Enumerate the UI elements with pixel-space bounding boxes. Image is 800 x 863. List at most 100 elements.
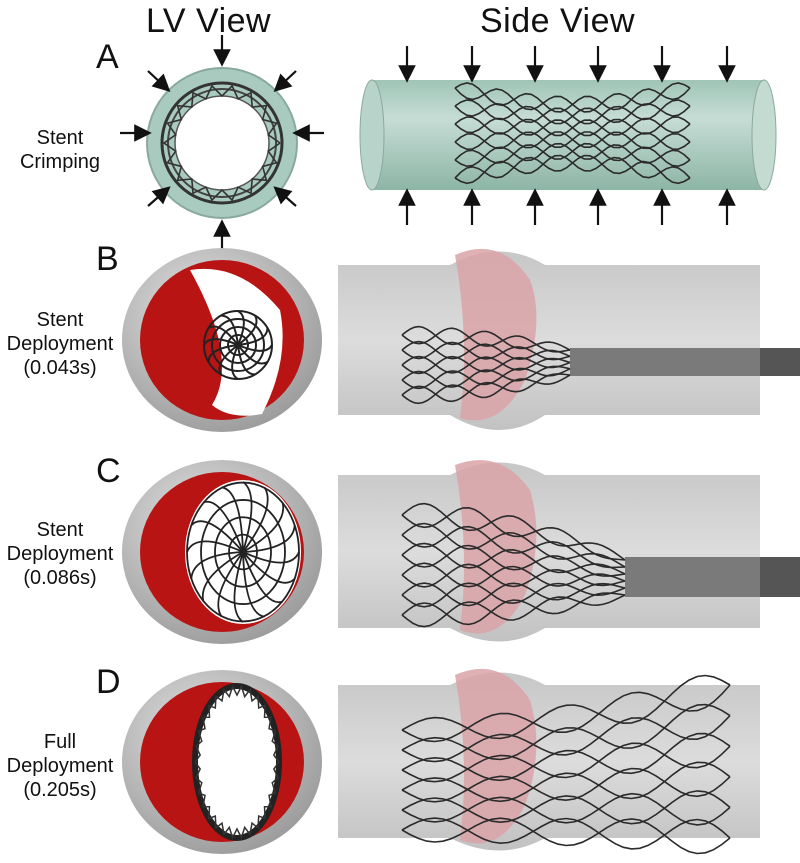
stent-petal — [201, 551, 244, 602]
stent-strut — [401, 544, 626, 577]
crimp-strut — [454, 82, 691, 113]
stent-petal — [242, 551, 265, 618]
stent-strut — [401, 732, 731, 782]
stent-petal — [218, 344, 239, 375]
stent-strut — [401, 790, 731, 825]
lv-view-d — [122, 670, 322, 854]
stent-strut — [401, 582, 626, 607]
stent-strut — [401, 592, 626, 626]
stent-strut — [401, 562, 626, 588]
stent-strut — [401, 817, 731, 850]
stent-petal — [237, 327, 269, 346]
stent-petal — [186, 540, 244, 553]
lv-view-c — [122, 460, 322, 644]
stent-strut — [401, 374, 571, 405]
row-label-c-line-3: (0.086s) — [23, 567, 97, 589]
crimp-side-view — [359, 79, 777, 191]
stent-petal — [233, 551, 244, 623]
row-label-c: Stent Deployment (0.086s) — [0, 518, 120, 590]
stent-ring — [219, 326, 257, 364]
stent-strut — [401, 325, 571, 351]
lv-view-b — [122, 248, 322, 432]
crimp-zigzag — [162, 84, 281, 202]
stent-petal — [237, 344, 273, 352]
row-label-b-line-1: Stent — [36, 309, 84, 331]
stent-strut — [401, 373, 571, 403]
stent-strut — [401, 761, 731, 803]
stent-petal — [237, 344, 268, 365]
row-label-a-line-1: Stent — [36, 127, 84, 149]
row-label-b: Stent Deployment (0.043s) — [0, 308, 120, 380]
side-crimp-arrows — [398, 46, 736, 225]
stent-strut — [401, 715, 731, 763]
stent-petal — [242, 502, 285, 553]
crimp-arrows — [120, 35, 324, 251]
stent-petal — [220, 314, 239, 346]
stent-ring — [200, 499, 286, 605]
stent-petal — [221, 486, 244, 553]
row-label-d: Full Deployment (0.205s) — [0, 730, 120, 802]
row-label-b-line-2: Deployment — [6, 333, 114, 355]
stent-ring — [214, 516, 272, 588]
stent-strut — [401, 594, 626, 628]
stent-strut — [401, 355, 571, 374]
row-label-c-line-2: Deployment — [6, 543, 114, 565]
stent-strut — [401, 742, 731, 783]
stent-strut — [401, 506, 626, 561]
stent-strut — [401, 542, 626, 575]
stent-petal — [237, 315, 258, 346]
row-label-d-line-3: (0.205s) — [23, 779, 97, 801]
stent-petal — [231, 344, 239, 380]
stent-petal — [242, 481, 253, 553]
panel-letter-d: D — [96, 663, 121, 701]
side-view-title: Side View — [480, 2, 636, 40]
stent-ring — [203, 310, 273, 380]
stent-strut — [401, 703, 731, 761]
stent-strut — [401, 674, 731, 740]
stent-petal — [190, 520, 244, 553]
crimp-strut — [454, 142, 691, 168]
stent-petal — [203, 500, 244, 553]
crimp-strut — [454, 154, 691, 185]
crimp-strut — [454, 99, 691, 125]
stent-strut — [401, 525, 626, 569]
panel-letter-a: A — [96, 38, 119, 76]
stent-strut — [401, 327, 571, 353]
stent-petal — [190, 551, 244, 579]
row-label-d-line-1: Full — [43, 731, 77, 753]
stent-ring — [228, 533, 258, 571]
panel-letter-b: B — [96, 240, 119, 278]
row-label-a-line-2: Crimping — [19, 151, 101, 173]
stent-petal — [242, 551, 300, 564]
stent-ring — [211, 318, 265, 372]
row-label-c-line-1: Stent — [36, 519, 84, 541]
stent-petal — [237, 310, 245, 346]
stent-strut — [401, 767, 731, 803]
panel-letter-c: C — [96, 452, 121, 490]
stent-strut — [401, 817, 731, 855]
stent-strut — [401, 341, 571, 361]
stent-strut — [401, 367, 571, 390]
row-label-a: Stent Crimping — [0, 126, 120, 174]
stent-petal — [242, 525, 296, 553]
stent-petal — [237, 344, 256, 376]
stent-petal — [242, 551, 296, 584]
side-view-b — [338, 248, 800, 430]
stent-strut — [401, 502, 626, 561]
stent-strut — [401, 792, 731, 826]
stent-rim — [194, 684, 280, 840]
stent-strut — [401, 365, 571, 388]
side-view-c — [338, 460, 800, 642]
crimp-strut — [454, 131, 691, 151]
crimp-strut — [454, 116, 691, 137]
stent-ring — [186, 481, 300, 623]
stent-strut — [401, 522, 626, 568]
lv-view-title: LV View — [146, 2, 272, 40]
row-label-b-line-3: (0.043s) — [23, 357, 97, 379]
stent-petal — [242, 551, 283, 604]
stent-petal — [242, 486, 269, 553]
stent-strut — [401, 563, 626, 588]
stent-strut — [401, 355, 571, 375]
stent-petal — [208, 325, 239, 346]
